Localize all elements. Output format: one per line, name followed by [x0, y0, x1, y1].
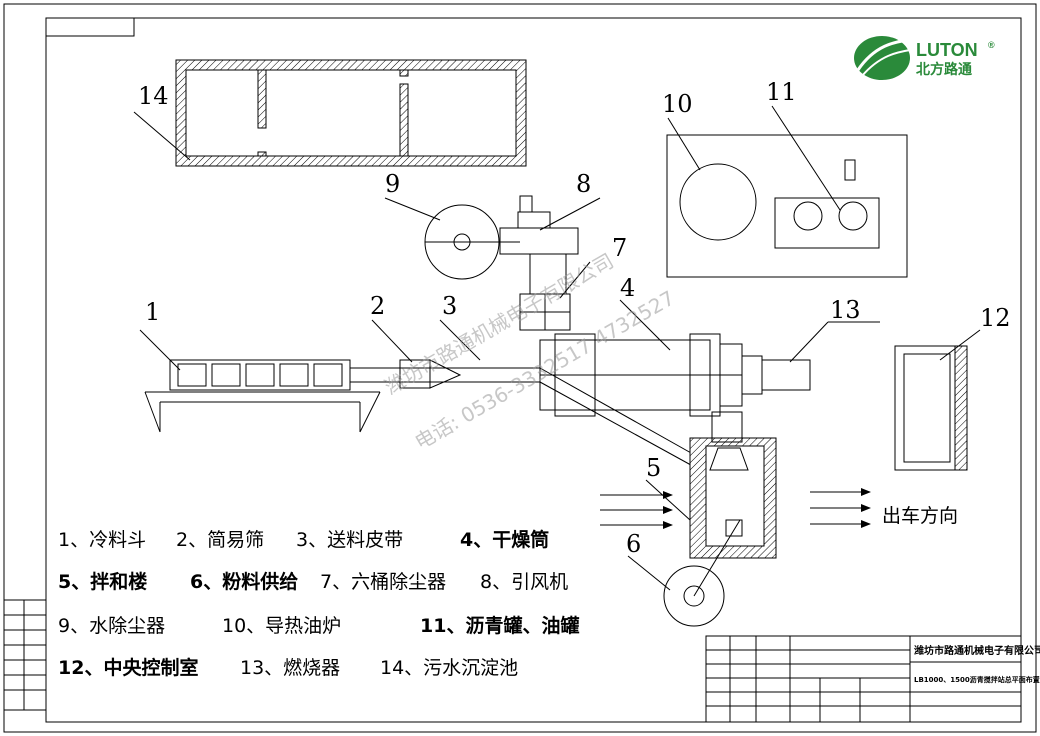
legend-5: 5、拌和楼 [58, 570, 147, 593]
callout-11: 11 [766, 78, 797, 106]
legend-6: 6、粉料供给 [190, 570, 298, 593]
control-room [894, 345, 968, 471]
legend-8: 8、引风机 [480, 571, 568, 593]
legend-9: 9、水除尘器 [58, 615, 165, 637]
logo-brand: LUTON [916, 40, 978, 60]
title-company: 潍坊市路通机械电子有限公司 [914, 644, 1040, 657]
legend-12: 12、中央控制室 [58, 656, 198, 679]
exit-direction-label: 出车方向 [882, 505, 958, 527]
legend-10: 10、导热油炉 [222, 615, 341, 637]
title-drawing-name: LB1000、1500沥青搅拌站总平面布置图 [914, 675, 1040, 684]
watermark-company: 潍坊市路通机械电子有限公司 [381, 249, 618, 400]
callout-9: 9 [385, 170, 400, 198]
luton-logo: LUTON ® 北方路通 [854, 36, 995, 80]
heater-and-tanks [666, 134, 908, 278]
legend-14: 14、污水沉淀池 [380, 657, 518, 679]
callout-14: 14 [138, 82, 169, 110]
legend: 1、冷料斗 2、简易筛 3、送料皮带 4、干燥筒 5、拌和楼 6、粉料供给 7、… [58, 528, 579, 679]
drawing-frame [3, 3, 1037, 733]
mixing-tower [663, 411, 777, 627]
legend-4: 4、干燥筒 [460, 528, 549, 551]
callout-4: 4 [620, 274, 635, 302]
logo-chinese: 北方路通 [916, 61, 972, 77]
dryer-drum [539, 333, 811, 417]
legend-13: 13、燃烧器 [240, 657, 340, 679]
callout-8: 8 [576, 170, 591, 198]
legend-7: 7、六桶除尘器 [320, 571, 446, 593]
cold-bins [144, 359, 381, 433]
bag-house [519, 293, 571, 331]
feed-conveyor [350, 359, 701, 471]
callout-5: 5 [646, 454, 661, 482]
legend-2: 2、简易筛 [176, 529, 264, 551]
legend-3: 3、送料皮带 [296, 529, 403, 551]
logo-registered: ® [988, 40, 995, 50]
title-block: 潍坊市路通机械电子有限公司 LB1000、1500沥青搅拌站总平面布置图 [705, 635, 1040, 723]
callout-13: 13 [830, 296, 861, 324]
water-dust-remover [424, 195, 579, 295]
callouts: 1 2 3 4 5 6 7 8 9 10 11 12 13 14 [133, 78, 1011, 591]
legend-1: 1、冷料斗 [58, 529, 146, 551]
vehicle-direction: 出车方向 [600, 488, 958, 529]
callout-6: 6 [626, 530, 641, 558]
callout-10: 10 [662, 90, 693, 118]
callout-3: 3 [442, 292, 457, 320]
sedimentation-tank [175, 59, 527, 167]
callout-7: 7 [612, 234, 627, 262]
callout-12: 12 [980, 304, 1011, 332]
callout-1: 1 [145, 298, 160, 326]
legend-11: 11、沥青罐、油罐 [420, 614, 579, 637]
callout-2: 2 [370, 292, 385, 320]
